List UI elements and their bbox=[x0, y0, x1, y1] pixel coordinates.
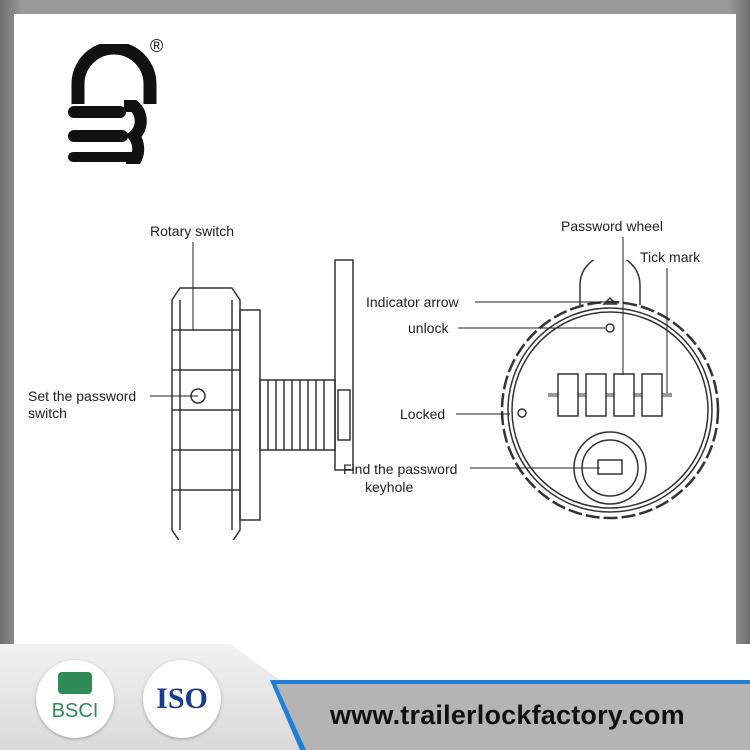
label-rotary-switch: Rotary switch bbox=[150, 223, 235, 239]
iso-badge: ISO bbox=[143, 660, 221, 738]
diagram-canvas bbox=[14, 14, 736, 646]
label-set-password-switch-2: switch bbox=[28, 405, 67, 421]
bsci-badge: BSCI bbox=[36, 660, 114, 738]
label-tick-mark: Tick mark bbox=[640, 249, 701, 265]
label-locked: Locked bbox=[400, 406, 446, 422]
label-find-keyhole-2: keyhole bbox=[365, 479, 414, 495]
bsci-hand-icon bbox=[58, 672, 92, 694]
label-password-wheel: Password wheel bbox=[561, 218, 663, 234]
registered-mark: ® bbox=[150, 36, 164, 56]
label-find-keyhole-1: Find the password bbox=[343, 461, 458, 477]
label-unlock: unlock bbox=[408, 320, 449, 336]
label-set-password-switch-1: Set the password bbox=[28, 388, 137, 404]
bsci-text: BSCI bbox=[51, 700, 99, 722]
website-url[interactable]: www.trailerlockfactory.com bbox=[330, 700, 685, 730]
iso-text: ISO bbox=[156, 682, 208, 715]
lock-front-view bbox=[500, 260, 720, 520]
label-indicator-arrow: Indicator arrow bbox=[366, 294, 459, 310]
brand-logo bbox=[68, 44, 157, 164]
footer-shapes bbox=[230, 644, 750, 750]
lock-side-view bbox=[171, 259, 354, 540]
